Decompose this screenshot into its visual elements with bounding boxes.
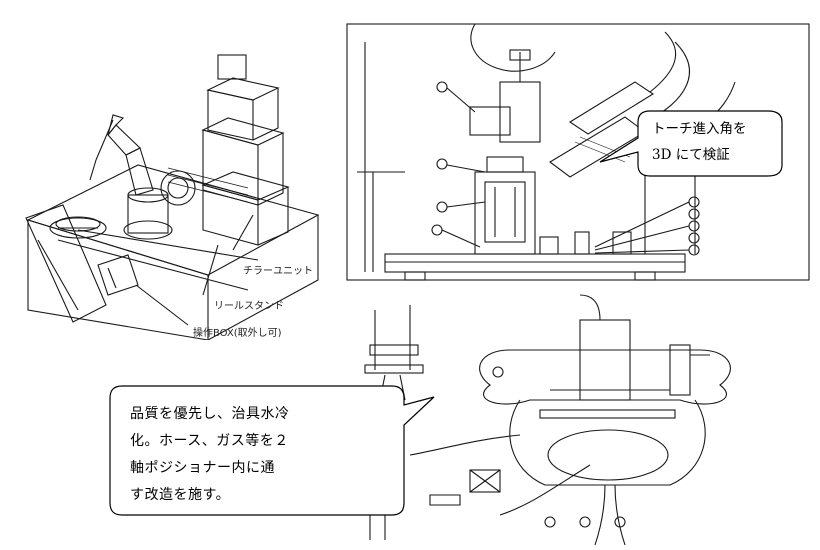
callout-quality-line3: 軸ポジショナー内に通 — [130, 460, 275, 476]
callout-quality-cooling: 品質を優先し、治具水冷 化。ホース、ガス等を２ 軸ポジショナー内に通 す改造を施… — [108, 385, 438, 520]
label-reel-stand: リールスタンド — [214, 301, 284, 312]
robot-cell-sketch — [25, 54, 320, 340]
callout-quality-line1: 品質を優先し、治具水冷 — [130, 406, 290, 422]
label-chiller-unit: チラーユニット — [243, 266, 313, 277]
callout-bubble-shape — [599, 110, 783, 177]
label-control-box: 操作BOX(取外し可) — [193, 328, 282, 339]
callout-bubble-shape-2 — [109, 385, 435, 516]
callout-torch-angle: トーチ進入角を 3D にて検証 — [598, 110, 788, 180]
callout-torch-line1: トーチ進入角を — [652, 121, 747, 137]
robot-cell-isometric-drawing: チラーユニット リールスタンド 操作BOX(取外し可) — [18, 40, 338, 340]
torch-elevation-drawing — [345, 22, 815, 284]
callout-torch-line2: 3D にて検証 — [652, 147, 730, 163]
callout-quality-line2: 化。ホース、ガス等を２ — [130, 433, 289, 449]
callout-quality-line4: す改造を施す。 — [130, 487, 231, 503]
elevation-sketch — [346, 23, 810, 281]
